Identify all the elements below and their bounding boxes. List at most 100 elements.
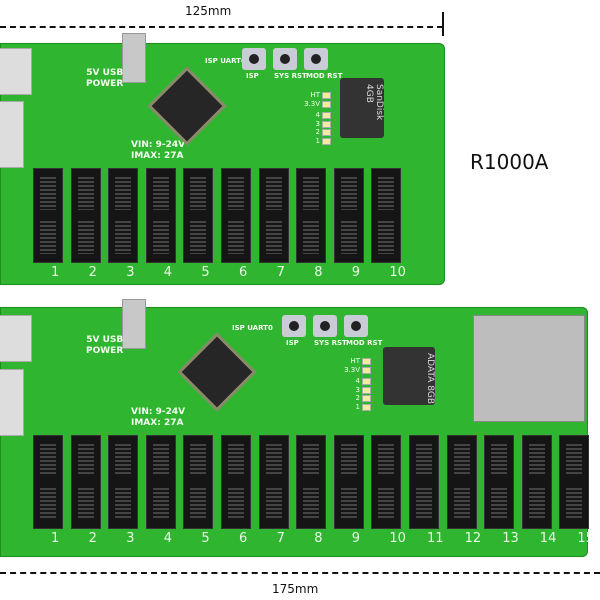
button-label-isp: ISP bbox=[246, 72, 259, 80]
pcie-slot bbox=[371, 435, 402, 529]
status-led bbox=[362, 403, 371, 411]
slot-number: 5 bbox=[201, 531, 210, 546]
dimension-line-bottom bbox=[0, 572, 600, 574]
pcie-slot bbox=[333, 168, 364, 263]
status-led bbox=[322, 92, 331, 99]
full-size-sd-slot bbox=[473, 315, 585, 422]
status-led bbox=[322, 120, 331, 128]
slot-number: 6 bbox=[239, 265, 248, 280]
pcie-slot bbox=[108, 168, 139, 263]
slot-number: 10 bbox=[389, 265, 406, 280]
status-led bbox=[362, 378, 371, 385]
mod-rst-button[interactable] bbox=[344, 315, 368, 337]
slot-number: 12 bbox=[464, 531, 482, 546]
pcie-slot bbox=[33, 168, 63, 263]
pcie-slot bbox=[258, 168, 289, 263]
pcie-slot bbox=[521, 435, 552, 529]
slot-number: 6 bbox=[239, 531, 248, 546]
led-label: 3 bbox=[315, 119, 320, 128]
status-led bbox=[362, 386, 371, 394]
pcie-slot bbox=[221, 435, 251, 529]
pcie-slot bbox=[296, 168, 327, 263]
pcie-slot bbox=[145, 168, 176, 263]
usb-port bbox=[122, 299, 146, 349]
dimension-end-tick bbox=[442, 12, 444, 36]
button-label-sys-rst: SYS RST bbox=[314, 339, 347, 347]
slot-number: 1 bbox=[51, 265, 60, 280]
mod-rst-button[interactable] bbox=[304, 48, 328, 70]
slot-number: 10 bbox=[389, 531, 406, 546]
pcie-slot bbox=[559, 435, 590, 529]
status-led bbox=[322, 129, 331, 136]
pcie-slot bbox=[70, 435, 101, 529]
pcie-slot bbox=[108, 435, 139, 529]
sys-rst-button[interactable] bbox=[313, 315, 337, 337]
led-label: HT bbox=[350, 357, 360, 365]
isp-button[interactable] bbox=[282, 315, 306, 337]
terminal-block bbox=[0, 369, 24, 436]
dimension-label-bottom: 175mm bbox=[272, 582, 319, 596]
usb-power-label: 5V USB POWER bbox=[86, 68, 124, 89]
dimension-line-top bbox=[0, 26, 443, 28]
pcie-slot bbox=[446, 435, 477, 529]
pcb-board-extended: 5V USB POWER VIN: 9-24V IMAX: 27A ISP UA… bbox=[0, 299, 594, 557]
isp-button[interactable] bbox=[242, 48, 266, 70]
button-label-sys-rst: SYS RST bbox=[274, 72, 307, 80]
slot-number: 5 bbox=[201, 265, 210, 280]
led-label: 3 bbox=[355, 385, 360, 394]
button-label-mod-rst: MOD RST bbox=[306, 72, 343, 80]
pcb-board-r1000a: 5V USB POWER VIN: 9-24V IMAX: 27A ISP UA… bbox=[0, 33, 445, 285]
pcie-slot bbox=[183, 168, 214, 263]
led-label: 1 bbox=[355, 402, 360, 411]
pcie-slot bbox=[258, 435, 289, 529]
led-label: 2 bbox=[355, 394, 360, 402]
slot-number: 1 bbox=[51, 531, 60, 546]
slot-number: 9 bbox=[351, 531, 361, 546]
slot-number: 2 bbox=[88, 531, 97, 546]
pcie-slot bbox=[183, 435, 214, 529]
sd-card: ADATA 8GB bbox=[383, 347, 435, 405]
status-led bbox=[362, 366, 371, 374]
pcie-slot bbox=[371, 168, 402, 263]
button-label-mod-rst: MOD RST bbox=[346, 339, 383, 347]
slot-number: 4 bbox=[163, 531, 173, 546]
slot-number: 15 bbox=[577, 531, 594, 546]
terminal-block bbox=[0, 101, 24, 168]
status-led bbox=[362, 395, 371, 402]
header-label: ISP UART0 bbox=[232, 324, 273, 332]
slot-number: 14 bbox=[539, 531, 557, 546]
button-label-isp: ISP bbox=[286, 339, 299, 347]
slot-number: 9 bbox=[351, 265, 361, 280]
pcie-slot bbox=[296, 435, 327, 529]
ethernet-port bbox=[0, 315, 32, 362]
pcie-slot bbox=[33, 435, 63, 529]
slot-number: 8 bbox=[314, 531, 323, 546]
slot-number: 4 bbox=[163, 265, 173, 280]
led-label: 2 bbox=[315, 128, 320, 136]
pcie-slot bbox=[484, 435, 515, 529]
power-spec-label: VIN: 9-24V IMAX: 27A bbox=[131, 407, 186, 428]
led-label: 4 bbox=[355, 377, 360, 385]
pcie-slot bbox=[333, 435, 364, 529]
led-label: 4 bbox=[315, 111, 320, 119]
sd-card: SanDisk 4GB bbox=[340, 78, 384, 138]
slot-number: 13 bbox=[502, 531, 519, 546]
slot-number: 8 bbox=[314, 265, 323, 280]
pcie-slot bbox=[409, 435, 439, 529]
ethernet-port bbox=[0, 48, 32, 95]
led-label: 1 bbox=[315, 136, 320, 145]
status-led bbox=[322, 112, 331, 119]
sys-rst-button[interactable] bbox=[273, 48, 297, 70]
slot-number: 3 bbox=[126, 265, 135, 280]
header-label: ISP UART0 bbox=[205, 57, 246, 65]
status-led bbox=[362, 358, 371, 365]
usb-power-label: 5V USB POWER bbox=[86, 335, 124, 356]
led-label: 3.3V bbox=[304, 99, 320, 108]
slot-number: 7 bbox=[276, 531, 285, 546]
power-spec-label: VIN: 9-24V IMAX: 27A bbox=[131, 140, 186, 161]
pcie-slot bbox=[145, 435, 176, 529]
led-label: HT bbox=[310, 91, 320, 99]
microcontroller-chip bbox=[181, 336, 253, 408]
usb-port bbox=[122, 33, 146, 83]
pcie-slot bbox=[70, 168, 101, 263]
